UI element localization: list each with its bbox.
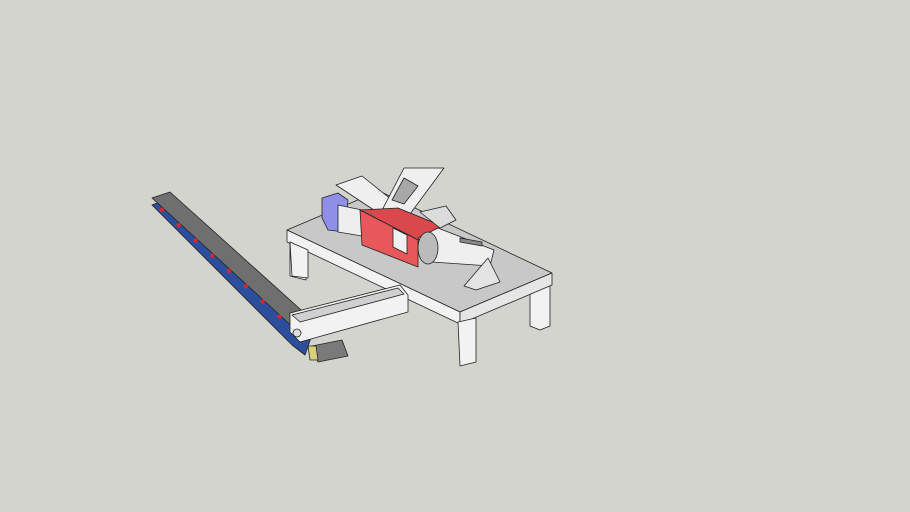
conveyor-roller-markers <box>159 207 299 335</box>
roller-marker <box>243 284 248 289</box>
roller-marker <box>277 314 282 319</box>
roller-marker <box>176 223 181 228</box>
roller-marker <box>159 207 165 213</box>
table-leg-front <box>457 317 477 367</box>
transfer-channel-top <box>291 287 405 323</box>
table-front-right-face <box>459 272 553 325</box>
drive-bracket <box>307 345 319 361</box>
housing-window <box>392 227 408 255</box>
extruder-machine <box>321 167 501 291</box>
conveyor <box>151 191 409 363</box>
roller-marker <box>260 299 265 304</box>
channel-end-bolt <box>292 328 302 338</box>
motor-coupling <box>337 204 363 237</box>
support-bracket <box>463 257 501 291</box>
rail <box>459 237 483 247</box>
rear-flange <box>419 205 457 229</box>
roller-marker <box>210 253 215 258</box>
conveyor-belt <box>151 191 311 331</box>
barrel-flange <box>417 231 439 265</box>
hopper-inner <box>391 177 419 205</box>
housing-front <box>359 209 419 268</box>
roller-marker <box>193 238 198 243</box>
table-leg-left <box>289 241 309 279</box>
conveyor-frame <box>151 199 313 356</box>
roller-marker <box>226 268 232 274</box>
